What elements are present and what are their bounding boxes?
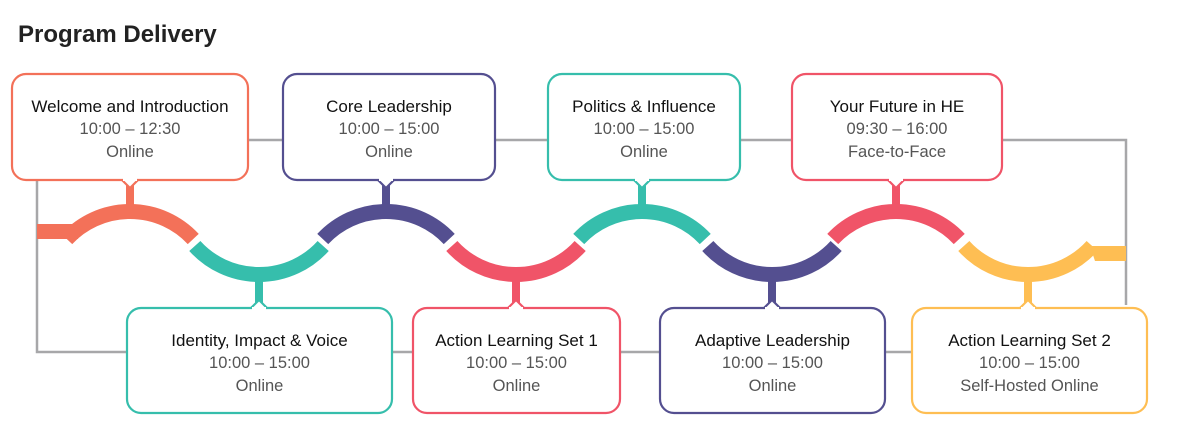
timeline-stem [126, 182, 134, 206]
timeline-wave [37, 182, 1126, 308]
timeline-start-band [37, 224, 82, 239]
session-name: Action Learning Set 1 [435, 331, 598, 350]
session-name: Adaptive Leadership [695, 331, 850, 350]
session-mode: Self-Hosted Online [960, 377, 1099, 395]
session-name: Politics & Influence [572, 97, 716, 116]
session-mode: Online [106, 143, 154, 161]
session-time: 10:00 – 15:00 [209, 354, 310, 372]
session-card[interactable]: Your Future in HE 09:30 – 16:00Face-to-Fa… [790, 72, 1004, 190]
session-time: 10:00 – 12:30 [80, 120, 181, 138]
timeline-stem [512, 280, 520, 308]
session-boxes: Welcome and Introduction 10:00 – 12:30Onl… [10, 72, 1149, 415]
session-mode: Online [236, 377, 284, 395]
timeline-stem [892, 182, 900, 206]
session-time: 09:30 – 16:00 [847, 120, 948, 138]
timeline-arc [573, 204, 711, 245]
timeline-arc [317, 204, 455, 245]
timeline-stem [255, 280, 263, 308]
timeline-arc [189, 240, 329, 282]
card-pointer [887, 179, 905, 190]
card-pointer [377, 179, 395, 190]
session-mode: Online [749, 377, 797, 395]
session-name: Welcome and Introduction [31, 97, 228, 116]
card-pointer [250, 298, 268, 309]
card-pointer [1019, 298, 1037, 309]
timeline-stem [768, 280, 776, 308]
card-pointer [763, 298, 781, 309]
session-time: 10:00 – 15:00 [979, 354, 1080, 372]
session-name: Action Learning Set 2 [948, 331, 1111, 350]
card-pointer [121, 179, 139, 190]
session-time: 10:00 – 15:00 [339, 120, 440, 138]
timeline-arc [702, 240, 842, 282]
timeline-arc [61, 204, 199, 245]
page-title: Program Delivery [18, 21, 217, 48]
timeline-stem [382, 182, 390, 206]
session-mode: Online [493, 377, 541, 395]
session-name: Core Leadership [326, 97, 452, 116]
timeline-end-band [1090, 246, 1126, 261]
timeline-stem [1024, 280, 1032, 308]
session-time: 10:00 – 15:00 [466, 354, 567, 372]
timeline-stem [638, 182, 646, 206]
timeline-arc [958, 240, 1098, 282]
session-mode: Online [620, 143, 668, 161]
card-pointer [507, 298, 525, 309]
card-pointer [633, 179, 651, 190]
session-time: 10:00 – 15:00 [722, 354, 823, 372]
session-card[interactable]: Identity, Impact & Voice 10:00 – 15:00Onl… [125, 298, 394, 415]
session-mode: Online [365, 143, 413, 161]
session-card[interactable]: Action Learning Set 2 10:00 – 15:00Self-H… [910, 298, 1149, 415]
timeline-arc [446, 240, 586, 282]
session-mode: Face-to-Face [848, 143, 946, 161]
session-card[interactable]: Welcome and Introduction 10:00 – 12:30Onl… [10, 72, 250, 190]
session-time: 10:00 – 15:00 [594, 120, 695, 138]
session-name: Your Future in HE [830, 97, 965, 116]
session-name: Identity, Impact & Voice [171, 331, 347, 350]
timeline-arc [827, 204, 965, 245]
